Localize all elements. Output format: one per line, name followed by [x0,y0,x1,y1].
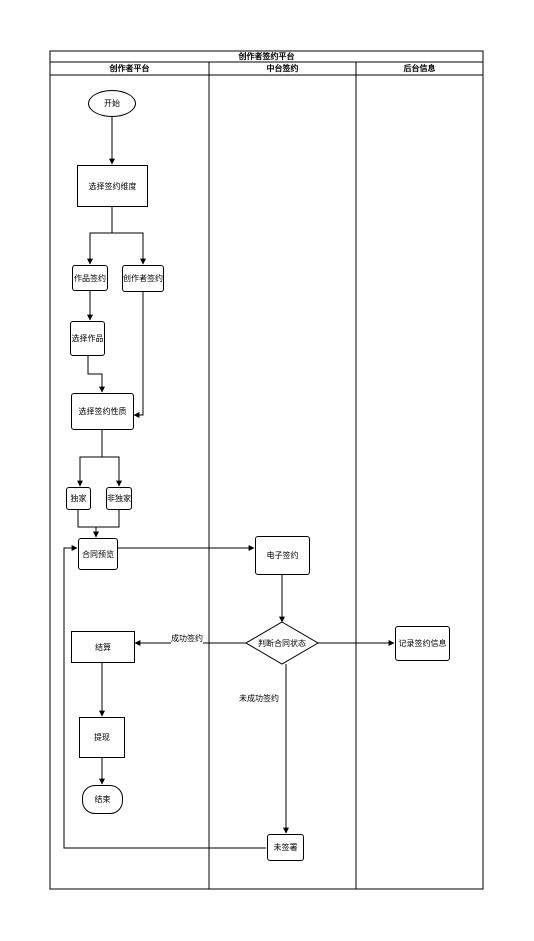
node-creator-sign[interactable]: 创作者签约 [122,265,164,292]
node-settle[interactable]: 结算 [71,631,135,663]
edge-nature-nonexclusive [102,456,122,487]
node-work-sign[interactable]: 作品签约 [72,265,108,291]
decision-diamond [245,621,319,665]
lane-header-backend: 后台信息 [403,64,436,73]
edge-label-failure: 未成功签约 [239,694,279,704]
lane-header-middle: 中台签约 [266,64,299,73]
node-start[interactable]: 开始 [88,90,136,117]
edge-dimension-work [87,207,113,265]
pool-title: 创作者签约平台 [238,52,295,61]
edge-dimension-creator [112,232,146,265]
node-contract-preview[interactable]: 合同预览 [78,538,118,570]
node-exclusive[interactable]: 独家 [66,487,91,510]
edge-label-success: 成功签约 [171,634,203,644]
node-select-dimension[interactable]: 选择签约维度 [77,165,148,207]
node-select-work[interactable]: 选择作品 [70,321,105,356]
node-select-nature[interactable]: 选择签约性质 [71,393,134,430]
edge-selectwork-nature [87,356,105,393]
node-record-info[interactable]: 记录签约信息 [395,626,450,661]
node-unsigned[interactable]: 未签署 [267,834,304,861]
edge-creator-nature [133,292,144,418]
flow-edges [63,117,395,849]
node-end[interactable]: 结束 [82,785,123,814]
lane-header-creator: 创作者平台 [109,64,150,73]
node-withdraw[interactable]: 提现 [79,717,125,758]
edge-nature-exclusive [77,430,103,487]
edge-exclusive-preview [77,510,99,538]
swimlane-pool [49,50,484,890]
node-e-sign[interactable]: 电子签约 [255,536,310,575]
edge-unsigned-preview [63,545,266,849]
edge-nonexclusive-preview [96,510,120,528]
node-non-exclusive[interactable]: 非独家 [106,487,132,510]
node-judge-status[interactable]: 判断合同状态 [258,638,306,648]
